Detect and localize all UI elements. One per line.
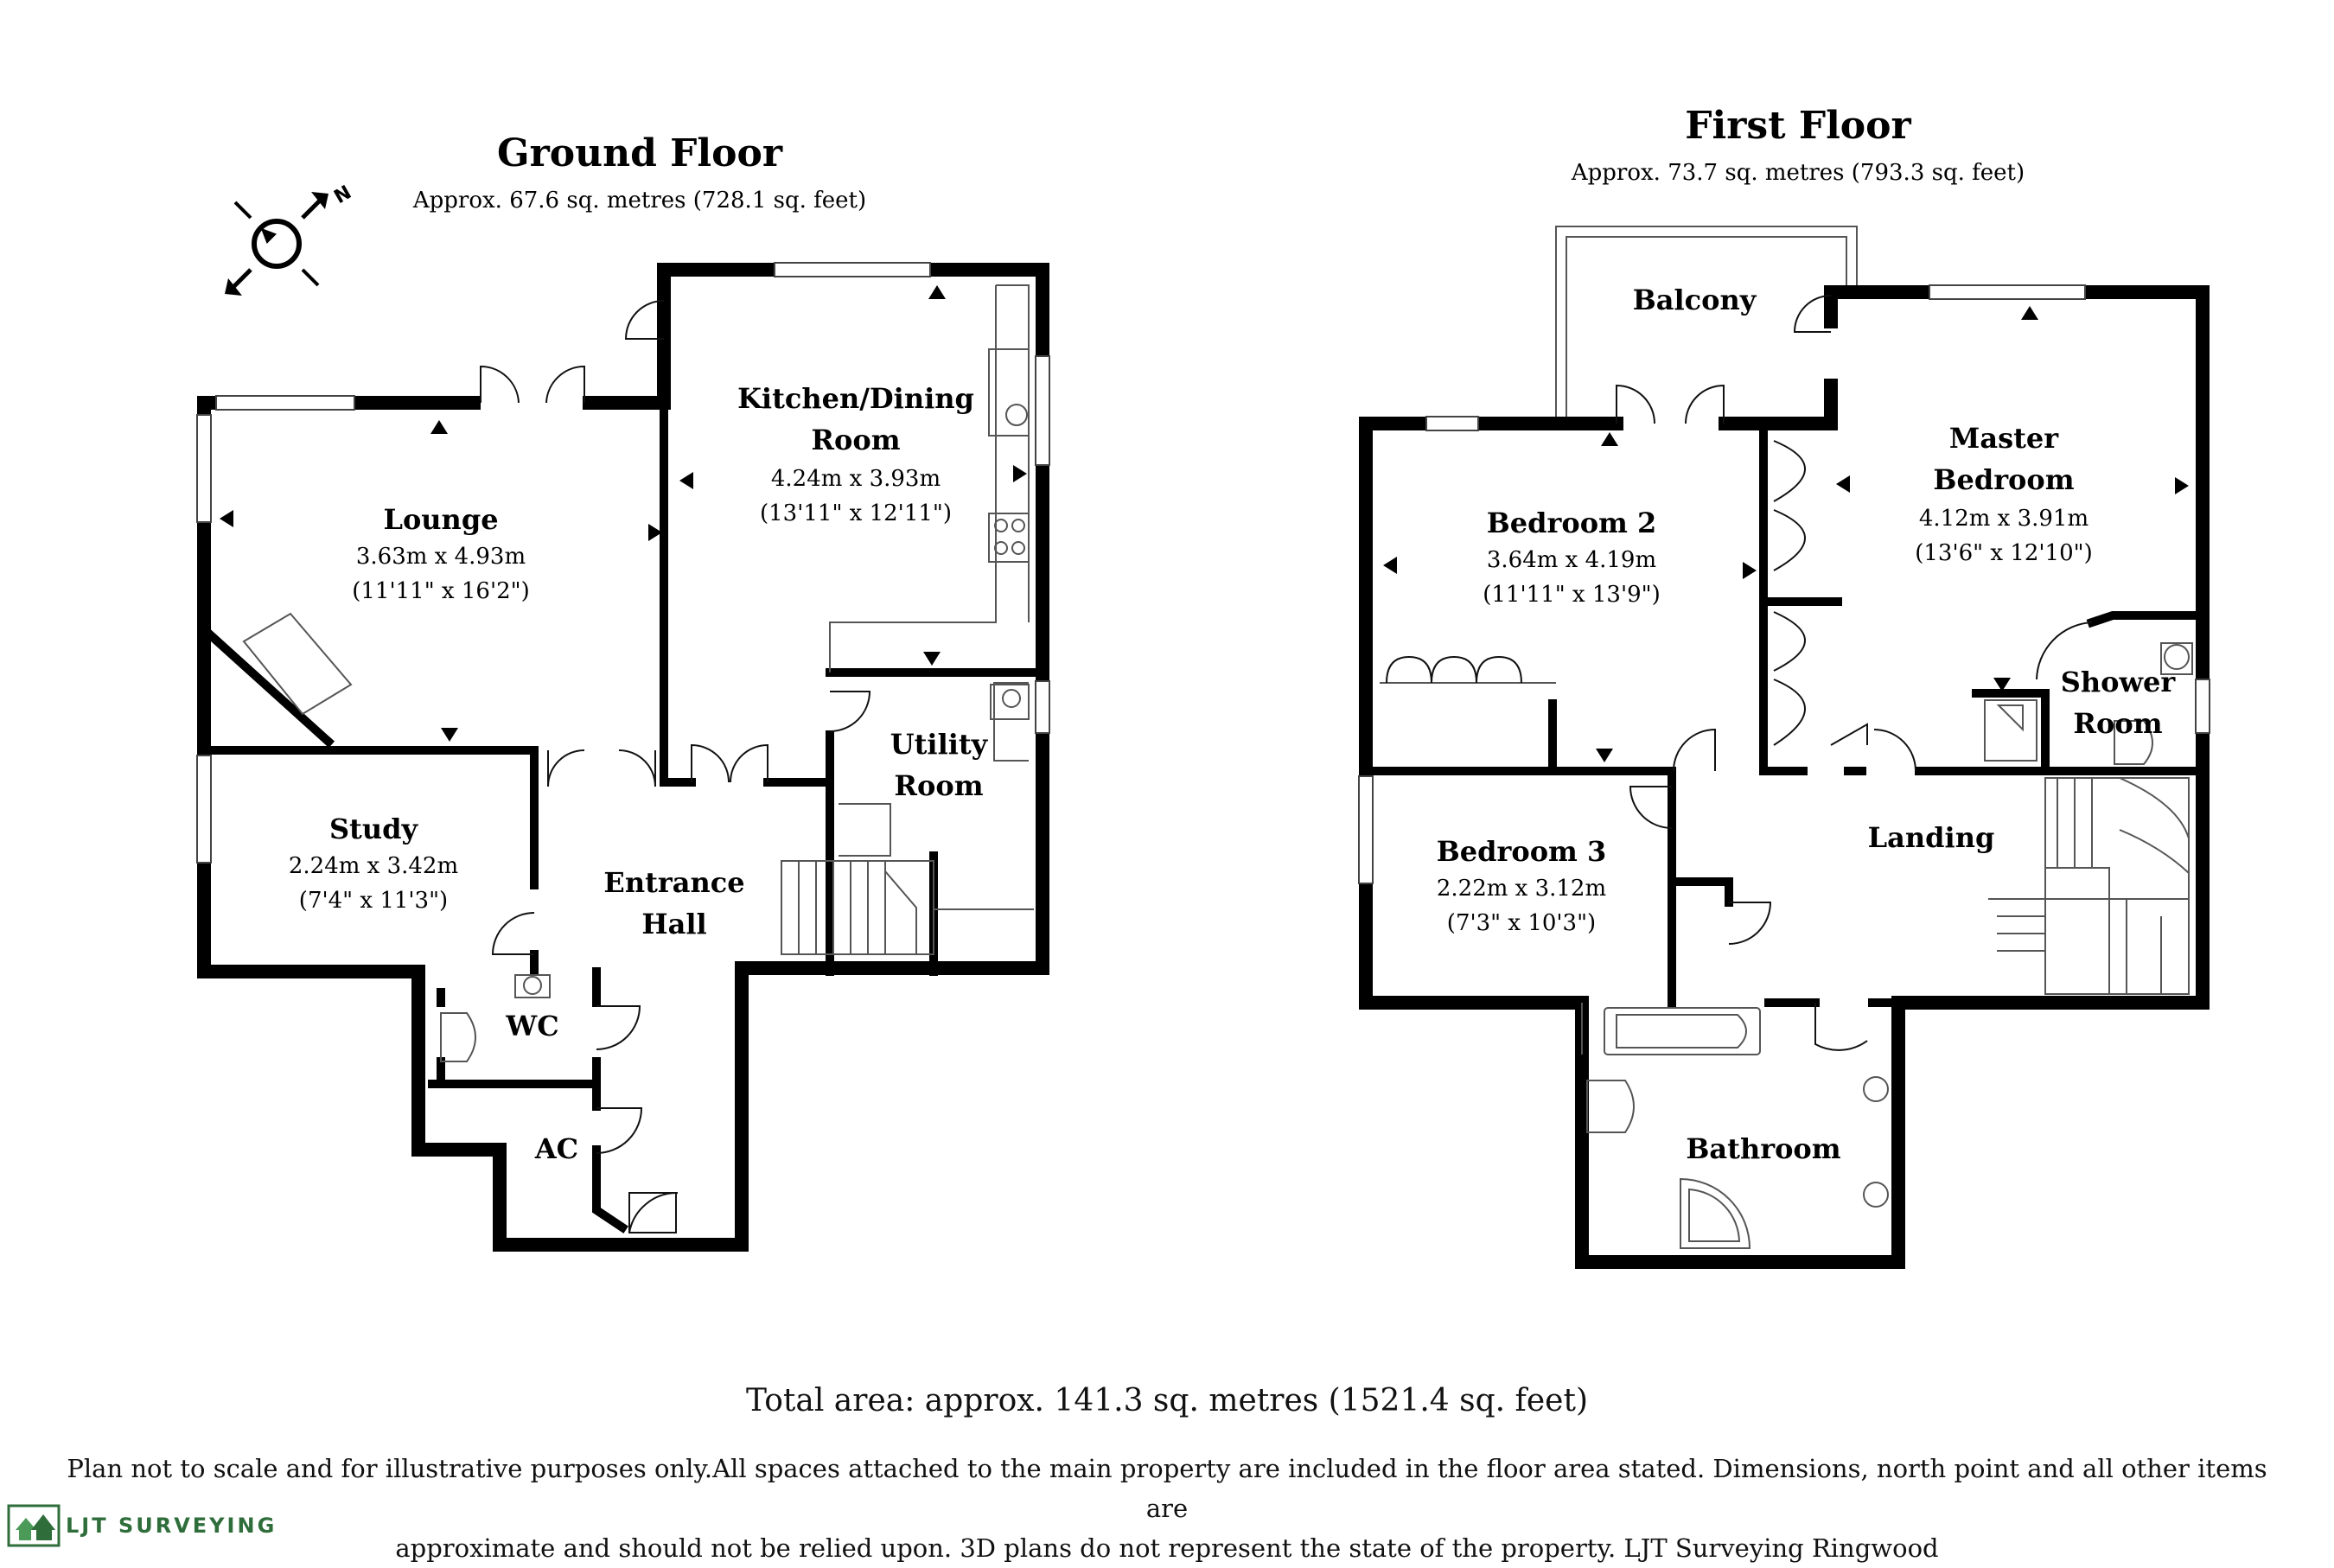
- kitchen-dim-m: 4.24m x 3.93m: [771, 466, 941, 492]
- kitchen-window: [774, 262, 931, 277]
- lounge-side-window: [196, 414, 212, 523]
- landing-label: Landing: [1868, 821, 1995, 854]
- study-dim-m: 2.24m x 3.42m: [289, 853, 458, 879]
- ground-stairs: [781, 860, 934, 955]
- bedroom2-label: Bedroom 2: [1487, 507, 1657, 539]
- master-window: [1929, 284, 2086, 300]
- ground-floor-area: Approx. 67.6 sq. metres (728.1 sq. feet): [412, 188, 866, 214]
- bedroom3-dim-m: 2.22m x 3.12m: [1437, 876, 1606, 902]
- shower-label-1: Shower: [2061, 666, 2177, 698]
- ground-doors: [480, 300, 871, 1233]
- shower-window: [2195, 679, 2210, 734]
- lounge-dim-m: 3.63m x 4.93m: [356, 544, 526, 570]
- bedroom2-dim-m: 3.64m x 4.19m: [1487, 547, 1656, 573]
- ljt-logo-text: LJT SURVEYING: [66, 1514, 277, 1538]
- utility-label-1: Utility: [890, 728, 989, 761]
- disclaimer-line-1: Plan not to scale and for illustrative p…: [67, 1454, 2267, 1523]
- lounge-dim-ft: (11'11" x 16'2"): [352, 578, 530, 604]
- utility-label-2: Room: [894, 769, 983, 802]
- total-area: Total area: approx. 141.3 sq. metres (15…: [746, 1383, 1588, 1418]
- first-floor-area: Approx. 73.7 sq. metres (793.3 sq. feet): [1571, 160, 2025, 186]
- ground-floor-title: Ground Floor: [497, 131, 783, 175]
- bedroom2-dim-ft: (11'11" x 13'9"): [1483, 582, 1661, 608]
- kitchen-side-window: [1035, 355, 1050, 466]
- first-dimension-arrows: [1383, 306, 2189, 762]
- study-label: Study: [329, 813, 419, 845]
- bedroom3-window: [1358, 775, 1374, 884]
- ljt-logo: LJT SURVEYING: [7, 1504, 277, 1547]
- kitchen-label-2: Room: [811, 424, 900, 456]
- entrance-label-1: Entrance: [603, 866, 744, 899]
- study-window: [196, 755, 212, 864]
- first-stairs: [1988, 777, 2190, 995]
- disclaimer: Plan not to scale and for illustrative p…: [61, 1449, 2273, 1568]
- ground-dimension-arrows: [220, 285, 1027, 742]
- utility-window: [1035, 680, 1050, 734]
- entrance-label-2: Hall: [641, 908, 706, 940]
- first-floor-title: First Floor: [1685, 104, 1911, 148]
- lounge-window: [215, 395, 355, 411]
- bedroom2-window: [1425, 416, 1479, 431]
- bedroom3-label: Bedroom 3: [1437, 835, 1607, 868]
- first-doors: [1616, 295, 1916, 1051]
- master-label-2: Bedroom: [1933, 463, 2074, 496]
- master-label-1: Master: [1949, 422, 2059, 455]
- bathroom-label: Bathroom: [1686, 1132, 1840, 1165]
- master-dim-ft: (13'6" x 12'10"): [1915, 540, 2093, 566]
- wc-label: WC: [505, 1010, 558, 1042]
- compass-north-label: N: [331, 182, 355, 208]
- disclaimer-line-2: approximate and should not be relied upo…: [395, 1533, 1939, 1563]
- shower-label-2: Room: [2073, 707, 2162, 740]
- lounge-label: Lounge: [383, 503, 498, 536]
- bedroom3-dim-ft: (7'3" x 10'3"): [1447, 910, 1596, 936]
- first-floor: First Floor Approx. 73.7 sq. metres (793…: [1358, 104, 2210, 1269]
- kitchen-dim-ft: (13'11" x 12'11"): [760, 500, 952, 526]
- ljt-logo-icon: [7, 1504, 61, 1547]
- ac-label: AC: [534, 1132, 578, 1165]
- ground-floor: Ground Floor Approx. 67.6 sq. metres (72…: [196, 131, 1050, 1252]
- compass-icon: N: [225, 182, 355, 296]
- balcony-label: Balcony: [1633, 284, 1757, 316]
- master-dim-m: 4.12m x 3.91m: [1919, 506, 2088, 532]
- kitchen-label-1: Kitchen/Dining: [737, 382, 974, 415]
- study-dim-ft: (7'4" x 11'3"): [299, 888, 448, 914]
